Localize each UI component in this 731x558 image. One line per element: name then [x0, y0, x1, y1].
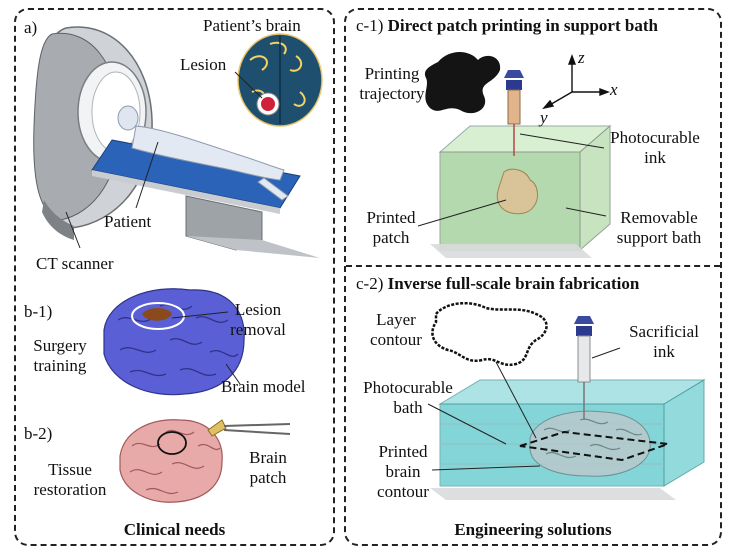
left-panel: [14, 8, 335, 546]
engineering-solutions-footer: Engineering solutions: [454, 520, 612, 539]
sacrificial-ink-line2: ink: [653, 342, 675, 361]
printed-brain-contour-line3: contour: [377, 482, 429, 501]
brain-model-icon: [103, 288, 245, 396]
patient-table: [91, 139, 320, 258]
layer-contour-line1: Layer: [376, 310, 416, 329]
patient-figure: [117, 105, 289, 201]
sacrificial-ink-nozzle-icon: [574, 316, 594, 420]
printing-trajectory-label: Printing trajectory: [352, 64, 432, 104]
photocurable-ink-line1: Photocurable: [610, 128, 700, 147]
layer-contour-label: Layer contour: [364, 310, 428, 350]
surgery-training-line2: training: [33, 356, 87, 375]
printing-trajectory-line1: Printing: [364, 64, 420, 83]
patient-brain-icon: [237, 33, 323, 127]
printed-patch-icon: [496, 168, 538, 215]
section-c2-title: Inverse full-scale brain fabrication: [387, 274, 640, 293]
section-b1-tag: b-1): [24, 302, 53, 321]
section-c1-header: c-1) Direct patch printing in support ba…: [356, 16, 658, 36]
printing-nozzle-icon: [504, 70, 524, 156]
brain-patch-line1: Brain: [249, 448, 287, 467]
tissue-brain-icon: [119, 419, 223, 503]
section-c2-tag: c-2): [356, 274, 384, 293]
printing-trajectory-line2: trajectory: [359, 84, 425, 103]
ct-scanner-label: CT scanner: [36, 254, 114, 273]
tissue-restoration-line1: Tissue: [48, 460, 92, 479]
section-a-tag: a): [24, 18, 38, 37]
sacrificial-ink-label: Sacrificial ink: [616, 322, 712, 362]
printed-brain-contour-line1: Printed: [378, 442, 428, 461]
tissue-restoration-line2: restoration: [33, 480, 107, 499]
patient-brain-label: Patient’s brain: [203, 16, 301, 35]
brain-patch-label: Brain patch: [236, 448, 300, 488]
axis-indicator-icon: [542, 54, 610, 110]
clinical-needs-footer: Clinical needs: [123, 520, 226, 539]
photocurable-bath-line1: Photocurable: [363, 378, 453, 397]
right-panel-divider: [346, 265, 720, 267]
axis-z-label: z: [578, 48, 585, 67]
printed-brain-contour-label: Printed brain contour: [362, 442, 444, 502]
printing-trajectory-icon: [424, 52, 501, 114]
axis-x-label: x: [610, 80, 618, 99]
removable-support-bath-label: Removable support bath: [604, 208, 714, 248]
patient-label: Patient: [104, 212, 152, 231]
photocurable-ink-line2: ink: [644, 148, 666, 167]
photocurable-ink-label: Photocurable ink: [600, 128, 710, 168]
surgery-training-label: Surgery training: [20, 336, 100, 376]
printed-patch-label: Printed patch: [356, 208, 426, 248]
brain-model-label: Brain model: [221, 377, 306, 396]
lesion-removal-label: Lesion removal: [222, 300, 294, 340]
sacrificial-ink-line1: Sacrificial: [629, 322, 699, 341]
removable-support-bath-line1: Removable: [620, 208, 698, 227]
surgery-training-line1: Surgery: [33, 336, 87, 355]
tissue-restoration-label: Tissue restoration: [22, 460, 118, 500]
lesion-label: Lesion: [180, 55, 227, 74]
layer-contour-line2: contour: [370, 330, 422, 349]
layer-contour-icon: [431, 301, 548, 367]
printed-brain-contour-line2: brain: [385, 462, 421, 481]
photocurable-bath-label: Photocurable bath: [348, 378, 468, 418]
brain-patch-tweezers-icon: [207, 419, 291, 437]
section-c1-title: Direct patch printing in support bath: [387, 16, 658, 35]
photocurable-bath-line2: bath: [393, 398, 423, 417]
lesion-removal-line2: removal: [230, 320, 286, 339]
section-c2-header: c-2) Inverse full-scale brain fabricatio…: [356, 274, 639, 294]
lesion-removal-line1: Lesion: [234, 300, 282, 319]
printed-patch-line1: Printed: [366, 208, 416, 227]
axis-y-label: y: [540, 108, 548, 127]
section-c1-tag: c-1): [356, 16, 384, 35]
printed-patch-line2: patch: [372, 228, 410, 247]
right-panel: [344, 8, 722, 546]
printed-brain-contour-icon: [519, 410, 669, 477]
section-b2-tag: b-2): [24, 424, 53, 443]
brain-patch-line2: patch: [249, 468, 287, 487]
removable-support-bath-line2: support bath: [616, 228, 702, 247]
